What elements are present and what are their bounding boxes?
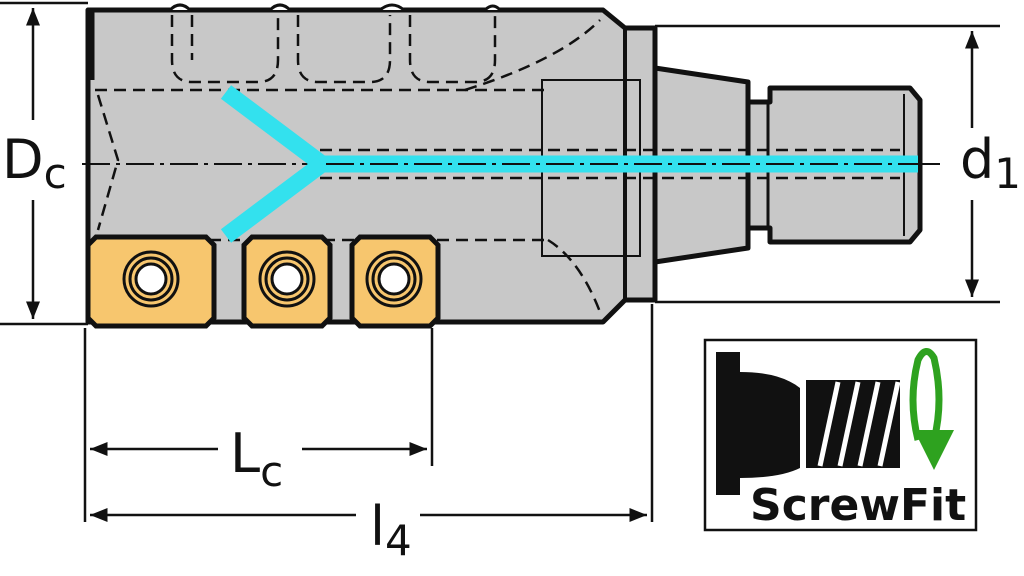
svg-text:d1: d1 bbox=[960, 128, 1021, 198]
l4-label-main: l bbox=[370, 495, 385, 558]
screwfit-text: ScrewFit bbox=[750, 480, 966, 531]
insert-2 bbox=[241, 234, 333, 329]
dc-label-main: D bbox=[2, 128, 44, 191]
lc-label-main: L bbox=[230, 422, 260, 485]
svg-text:Lc: Lc bbox=[230, 422, 283, 496]
screwfit-badge: ScrewFit bbox=[703, 338, 978, 532]
l4-label-sub: 4 bbox=[385, 516, 412, 565]
lc-label: Lc bbox=[230, 422, 283, 496]
screw-icon bbox=[716, 352, 901, 495]
inserts bbox=[85, 234, 441, 329]
lc-label-sub: c bbox=[260, 447, 283, 496]
l4-label: l4 bbox=[370, 495, 412, 565]
rotate-arrow-icon bbox=[909, 348, 954, 470]
coolant-channels bbox=[220, 85, 918, 243]
dc-label: Dc bbox=[2, 128, 67, 198]
insert-1 bbox=[85, 234, 217, 329]
svg-text:l4: l4 bbox=[370, 495, 412, 565]
dimensions bbox=[0, 1, 1000, 522]
dc-label-sub: c bbox=[44, 149, 67, 198]
d1-label-main: d bbox=[960, 128, 994, 191]
d1-label-sub: 1 bbox=[994, 149, 1021, 198]
svg-text:Dc: Dc bbox=[2, 128, 67, 198]
d1-label: d1 bbox=[960, 128, 1021, 198]
insert-3 bbox=[349, 234, 441, 329]
